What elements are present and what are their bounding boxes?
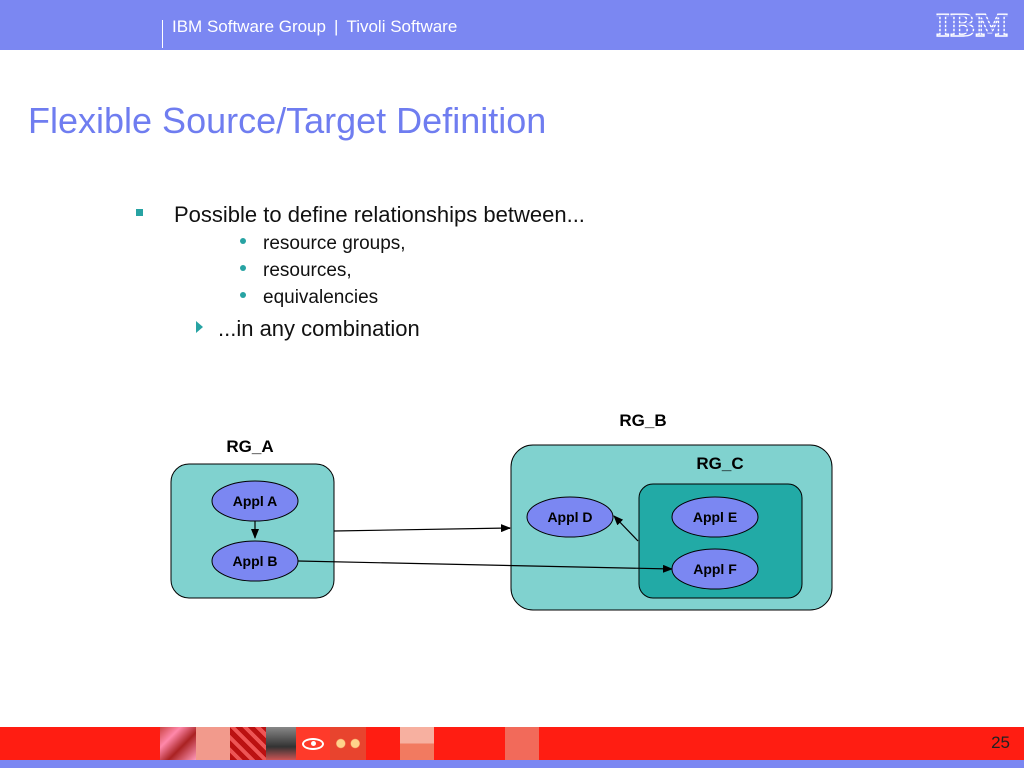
header-group-label: IBM Software Group xyxy=(172,17,327,36)
svg-text:IBM: IBM xyxy=(936,10,1008,40)
appl-b-node xyxy=(211,540,299,582)
square-bullet-icon xyxy=(136,209,143,216)
slide-title: Flexible Source/Target Definition xyxy=(28,100,547,141)
footer-tile xyxy=(330,727,366,760)
header-product-label: Tivoli Software xyxy=(346,17,458,36)
dot-bullet-icon xyxy=(240,238,246,244)
appl-b-label: Appl B xyxy=(232,553,277,569)
header-divider xyxy=(162,20,163,48)
sub-bullet-resource-groups: resource groups, xyxy=(263,233,406,254)
connector-rga-to-rgb xyxy=(333,524,511,533)
appl-d-node xyxy=(526,496,614,538)
footer-tile xyxy=(196,727,230,760)
appl-f-node xyxy=(671,548,759,590)
connector-rgc-to-d xyxy=(613,515,639,542)
eye-icon xyxy=(296,727,330,760)
header-breadcrumb: IBM Software Group | Tivoli Software xyxy=(172,17,457,37)
footer-tile xyxy=(266,727,296,760)
ibm-logo: IBM xyxy=(936,10,1008,40)
connector-b-to-f xyxy=(297,560,673,573)
rg-a-label: RG_A xyxy=(226,437,273,456)
sub-bullet-equivalencies: equivalencies xyxy=(263,287,379,308)
footer-tile xyxy=(230,727,266,760)
triangle-bullet-icon xyxy=(196,321,203,333)
dot-bullet-icon xyxy=(240,265,246,271)
appl-a-label: Appl A xyxy=(233,493,278,509)
header-bar: IBM Software Group | Tivoli Software IBM xyxy=(0,0,1024,50)
appl-e-label: Appl E xyxy=(693,509,737,525)
bullet-combination: ...in any combination xyxy=(218,316,420,341)
footer-tile xyxy=(505,727,539,760)
footer-accent-bar xyxy=(0,760,1024,768)
footer-tile xyxy=(160,727,196,760)
rg-c-label: RG_C xyxy=(696,454,743,473)
appl-f-label: Appl F xyxy=(693,561,737,577)
appl-a-node xyxy=(211,480,299,522)
rg-b-label: RG_B xyxy=(619,411,666,430)
appl-e-node xyxy=(671,496,759,538)
appl-d-label: Appl D xyxy=(547,509,592,525)
page-number: 25 xyxy=(991,733,1010,752)
bullet-main: Possible to define relationships between… xyxy=(174,202,585,227)
footer-tile xyxy=(400,727,434,760)
header-separator: | xyxy=(334,17,339,36)
dot-bullet-icon xyxy=(240,292,246,298)
sub-bullet-resources: resources, xyxy=(263,260,352,281)
